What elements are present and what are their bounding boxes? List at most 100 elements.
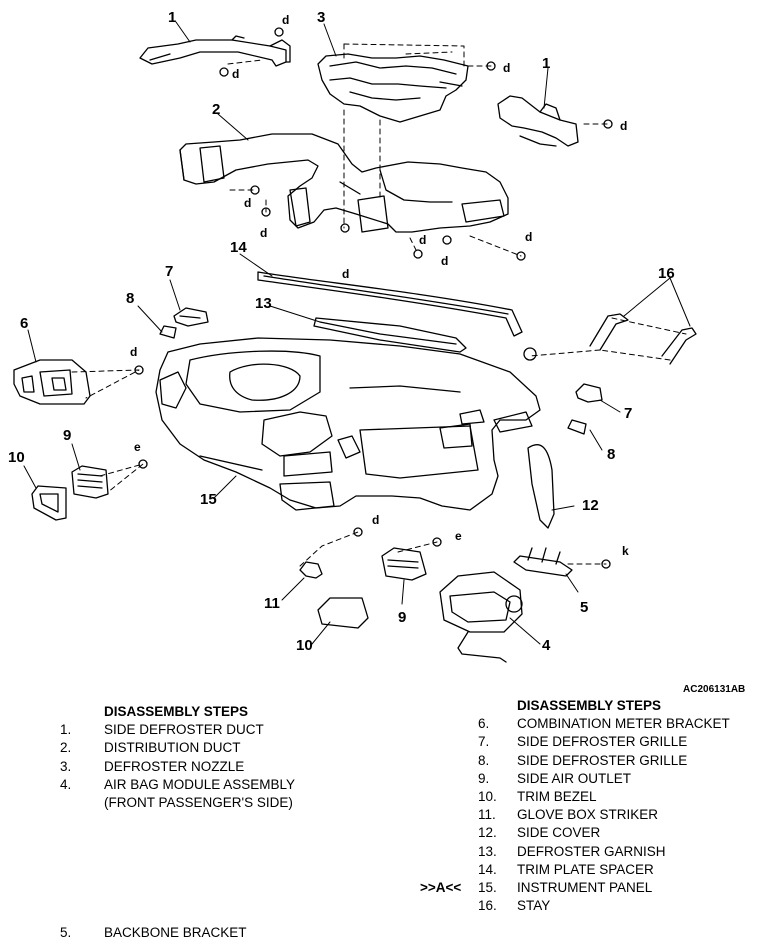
callout-9-bottom: 9 [398, 609, 406, 626]
exploded-parts-diagram: 1 3 1 2 14 7 16 8 13 6 7 9 8 10 15 12 5 … [8, 9, 697, 663]
step-number: 16. [478, 898, 497, 914]
fastener-e: e [134, 440, 141, 454]
step-number: 6. [478, 716, 490, 732]
part-trim-bezel-bottom [317, 597, 369, 629]
step-number: 10. [478, 789, 497, 805]
callout-10-bottom: 10 [296, 637, 313, 654]
step-text: SIDE AIR OUTLET [517, 770, 632, 786]
part-air-bag-module [439, 571, 523, 663]
step-number: 12. [478, 825, 497, 841]
part-defroster-garnish [313, 317, 467, 353]
part-side-defroster-duct-right [497, 95, 579, 147]
step-row: 11. GLOVE BOX STRIKER [420, 806, 730, 824]
fastener-d: d [525, 230, 532, 244]
callout-15: 15 [200, 491, 217, 508]
step-number: 9. [478, 770, 490, 786]
step-mark [420, 897, 478, 915]
step-number [60, 794, 104, 812]
step-mark [420, 770, 478, 788]
step-number: 7. [478, 734, 490, 750]
figure-code: AC206131AB [683, 684, 746, 695]
callout-1-right: 1 [542, 55, 550, 72]
step-row: 1. SIDE DEFROSTER DUCT [60, 721, 295, 739]
step-text: STAY [517, 898, 551, 914]
callout-leaders [23, 21, 691, 645]
step-row: 8. SIDE DEFROSTER GRILLE [420, 752, 730, 770]
callout-8-right: 8 [607, 446, 615, 463]
callout-3: 3 [317, 9, 325, 26]
steps-heading: DISASSEMBLY STEPS [517, 698, 662, 713]
part-side-defroster-duct-left [139, 35, 291, 67]
part-backbone-bracket [513, 547, 573, 577]
step-row: 7. SIDE DEFROSTER GRILLE [420, 733, 730, 751]
step-row: 3. DEFROSTER NOZZLE [60, 758, 295, 776]
disassembly-steps-right: DISASSEMBLY STEPS 6. COMBINATION METER BR… [420, 697, 730, 915]
step-row: 10.TRIM BEZEL [420, 788, 730, 806]
callout-12: 12 [582, 497, 599, 514]
part-side-defroster-grille-left-small [159, 325, 177, 339]
step-text: (FRONT PASSENGER'S SIDE) [104, 795, 293, 811]
part-stay [523, 313, 697, 365]
step-text: SIDE COVER [517, 825, 601, 841]
callout-10-left: 10 [8, 449, 25, 466]
step-number: 15. [478, 880, 497, 896]
steps-heading: DISASSEMBLY STEPS [104, 704, 249, 719]
callout-14: 14 [230, 239, 247, 256]
part-defroster-nozzle [317, 53, 469, 123]
part-side-defroster-grille-left [173, 307, 209, 327]
step-row: 16. STAY [420, 897, 730, 915]
step-mark [420, 788, 478, 806]
step-number: 8. [478, 752, 490, 768]
step-text: SIDE DEFROSTER GRILLE [517, 734, 688, 750]
step-mark [420, 752, 478, 770]
step-number: 11. [478, 807, 496, 823]
callout-1-left: 1 [168, 9, 176, 26]
disassembly-step-bottom: 5.BACKBONE BRACKET [60, 924, 247, 942]
callout-4: 4 [542, 637, 551, 654]
step-text: TRIM PLATE SPACER [517, 861, 654, 877]
step-text: SIDE DEFROSTER DUCT [104, 722, 264, 738]
step-mark [420, 824, 478, 842]
callout-9-left: 9 [63, 427, 71, 444]
part-combination-meter-bracket [13, 359, 91, 405]
step-number: 2. [60, 740, 72, 756]
callout-2: 2 [212, 101, 220, 118]
step-mark [420, 861, 478, 879]
part-instrument-panel [155, 337, 541, 511]
part-side-defroster-grille-right-small [567, 419, 587, 435]
step-number: 13. [478, 843, 497, 859]
step-text: SIDE DEFROSTER GRILLE [517, 752, 688, 768]
fastener-d: d [244, 196, 251, 210]
step-mark [420, 806, 478, 824]
step-number: 3. [60, 758, 72, 774]
part-trim-plate-spacer [257, 271, 523, 337]
step-row: 9. SIDE AIR OUTLET [420, 770, 730, 788]
step-text: DEFROSTER NOZZLE [104, 758, 245, 774]
fastener-d: d [419, 233, 426, 247]
step-row: 13. DEFROSTER GARNISH [420, 843, 730, 861]
step-mark [420, 843, 478, 861]
part-side-air-outlet-left [71, 465, 109, 499]
part-glove-box-striker [299, 561, 323, 579]
part-side-air-outlet-bottom [381, 547, 427, 581]
disassembly-steps-left: DISASSEMBLY STEPS 1.SIDE DEFROSTER DUCT … [60, 703, 295, 812]
part-side-defroster-grille-right [575, 383, 603, 403]
assembly-guide-lines [71, 43, 687, 567]
step-text: DEFROSTER GARNISH [517, 843, 666, 859]
fastener-d: d [441, 254, 448, 268]
step-mark: >>A<< [420, 880, 462, 896]
fastener-d: d [260, 226, 267, 240]
step-text: DISTRIBUTION DUCT [104, 740, 241, 756]
callout-5: 5 [580, 599, 588, 616]
callout-13: 13 [255, 295, 272, 312]
callout-8-left: 8 [126, 290, 134, 307]
step-text: COMBINATION METER BRACKET [517, 716, 730, 732]
fastener-d: d [232, 67, 239, 81]
step-text: GLOVE BOX STRIKER [517, 807, 659, 823]
step-number: 1. [60, 722, 72, 738]
step-row: 2. DISTRIBUTION DUCT [60, 739, 295, 757]
fastener-d: d [282, 13, 289, 27]
callout-6: 6 [20, 315, 28, 332]
step-row: 14.TRIM PLATE SPACER [420, 861, 730, 879]
step-text: INSTRUMENT PANEL [517, 880, 653, 896]
